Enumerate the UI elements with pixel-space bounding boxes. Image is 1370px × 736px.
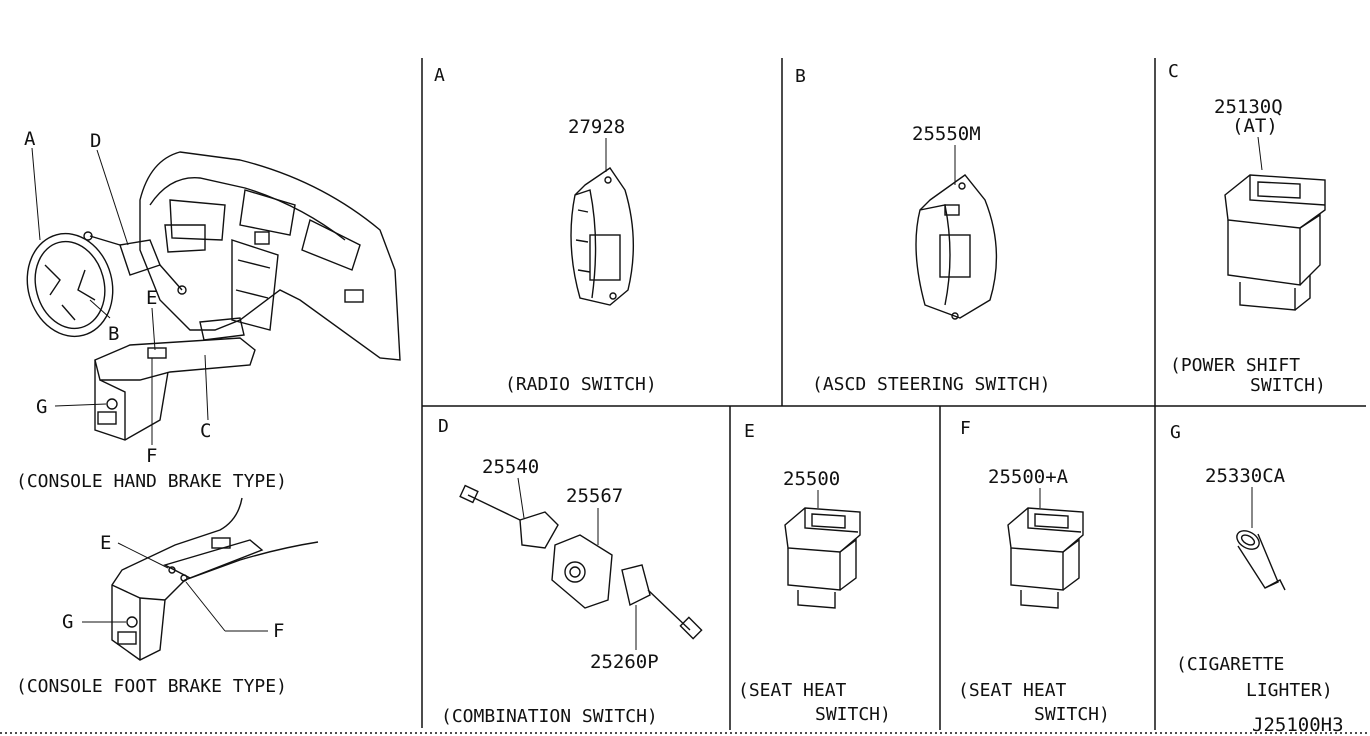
panel-e-caption-line1: (SEAT HEAT [738, 680, 847, 701]
panel-d-letter: D [438, 416, 449, 437]
panel-c-caption-line2: SWITCH) [1250, 375, 1326, 396]
diagram-code: J25100H3 [1252, 714, 1344, 736]
combination-switch-drawing [459, 484, 703, 640]
panel-b-part-number: 25550M [912, 123, 981, 145]
foot-callout-g: G [62, 611, 73, 633]
caption-hand-brake: (CONSOLE HAND BRAKE TYPE) [16, 471, 287, 492]
ascd-switch-drawing [915, 174, 998, 320]
panel-b-letter: B [795, 66, 806, 87]
panel-f-caption-line2: SWITCH) [1034, 704, 1110, 725]
panel-a-letter: A [434, 65, 445, 86]
callout-c: C [200, 420, 211, 442]
panel-d-part-number-2: 25567 [566, 485, 623, 507]
foot-callout-e: E [100, 532, 111, 554]
callout-d: D [90, 130, 101, 152]
panel-b-caption: (ASCD STEERING SWITCH) [812, 374, 1050, 395]
panel-c-letter: C [1168, 61, 1179, 82]
overview-leaders [31, 147, 209, 445]
power-shift-switch-drawing [1224, 174, 1326, 311]
panel-d-part-number-3: 25260P [590, 651, 659, 673]
panel-e-part-number: 25500 [783, 468, 840, 490]
foot-leaders [82, 542, 268, 632]
panel-g-caption-line2: LIGHTER) [1246, 680, 1333, 701]
callout-g: G [36, 396, 47, 418]
panel-c-part-note: (AT) [1232, 115, 1278, 137]
callout-b: B [108, 323, 119, 345]
panel-a-part-number: 27928 [568, 116, 625, 138]
callout-f: F [146, 445, 157, 467]
panel-g-part-number: 25330CA [1205, 465, 1286, 487]
foot-brake-console-drawing [111, 497, 319, 661]
foot-callout-f: F [273, 620, 284, 642]
seat-heat-switch-e-drawing [784, 507, 861, 609]
panel-e-letter: E [744, 421, 755, 442]
dashboard-overview-drawing [26, 151, 401, 441]
callout-a: A [24, 128, 36, 150]
panel-e-caption-line2: SWITCH) [815, 704, 891, 725]
seat-heat-switch-f-drawing [1007, 507, 1084, 609]
panel-d-part-number-1: 25540 [482, 456, 539, 478]
panel-g-letter: G [1170, 422, 1181, 443]
panel-a-caption: (RADIO SWITCH) [505, 374, 657, 395]
panel-frame [0, 58, 1370, 734]
panel-f-letter: F [960, 418, 971, 439]
panel-f-caption-line1: (SEAT HEAT [958, 680, 1067, 701]
panel-c-part-number: 25130Q [1214, 96, 1283, 118]
radio-switch-drawing [570, 167, 635, 306]
panel-c-caption-line1: (POWER SHIFT [1170, 355, 1300, 376]
panel-f-part-number: 25500+A [988, 466, 1069, 488]
callout-e: E [146, 287, 157, 309]
panel-d-caption: (COMBINATION SWITCH) [441, 706, 658, 727]
cigarette-lighter-drawing [1236, 530, 1286, 591]
caption-foot-brake: (CONSOLE FOOT BRAKE TYPE) [16, 676, 287, 697]
panel-g-caption-line1: (CIGARETTE [1176, 654, 1284, 675]
